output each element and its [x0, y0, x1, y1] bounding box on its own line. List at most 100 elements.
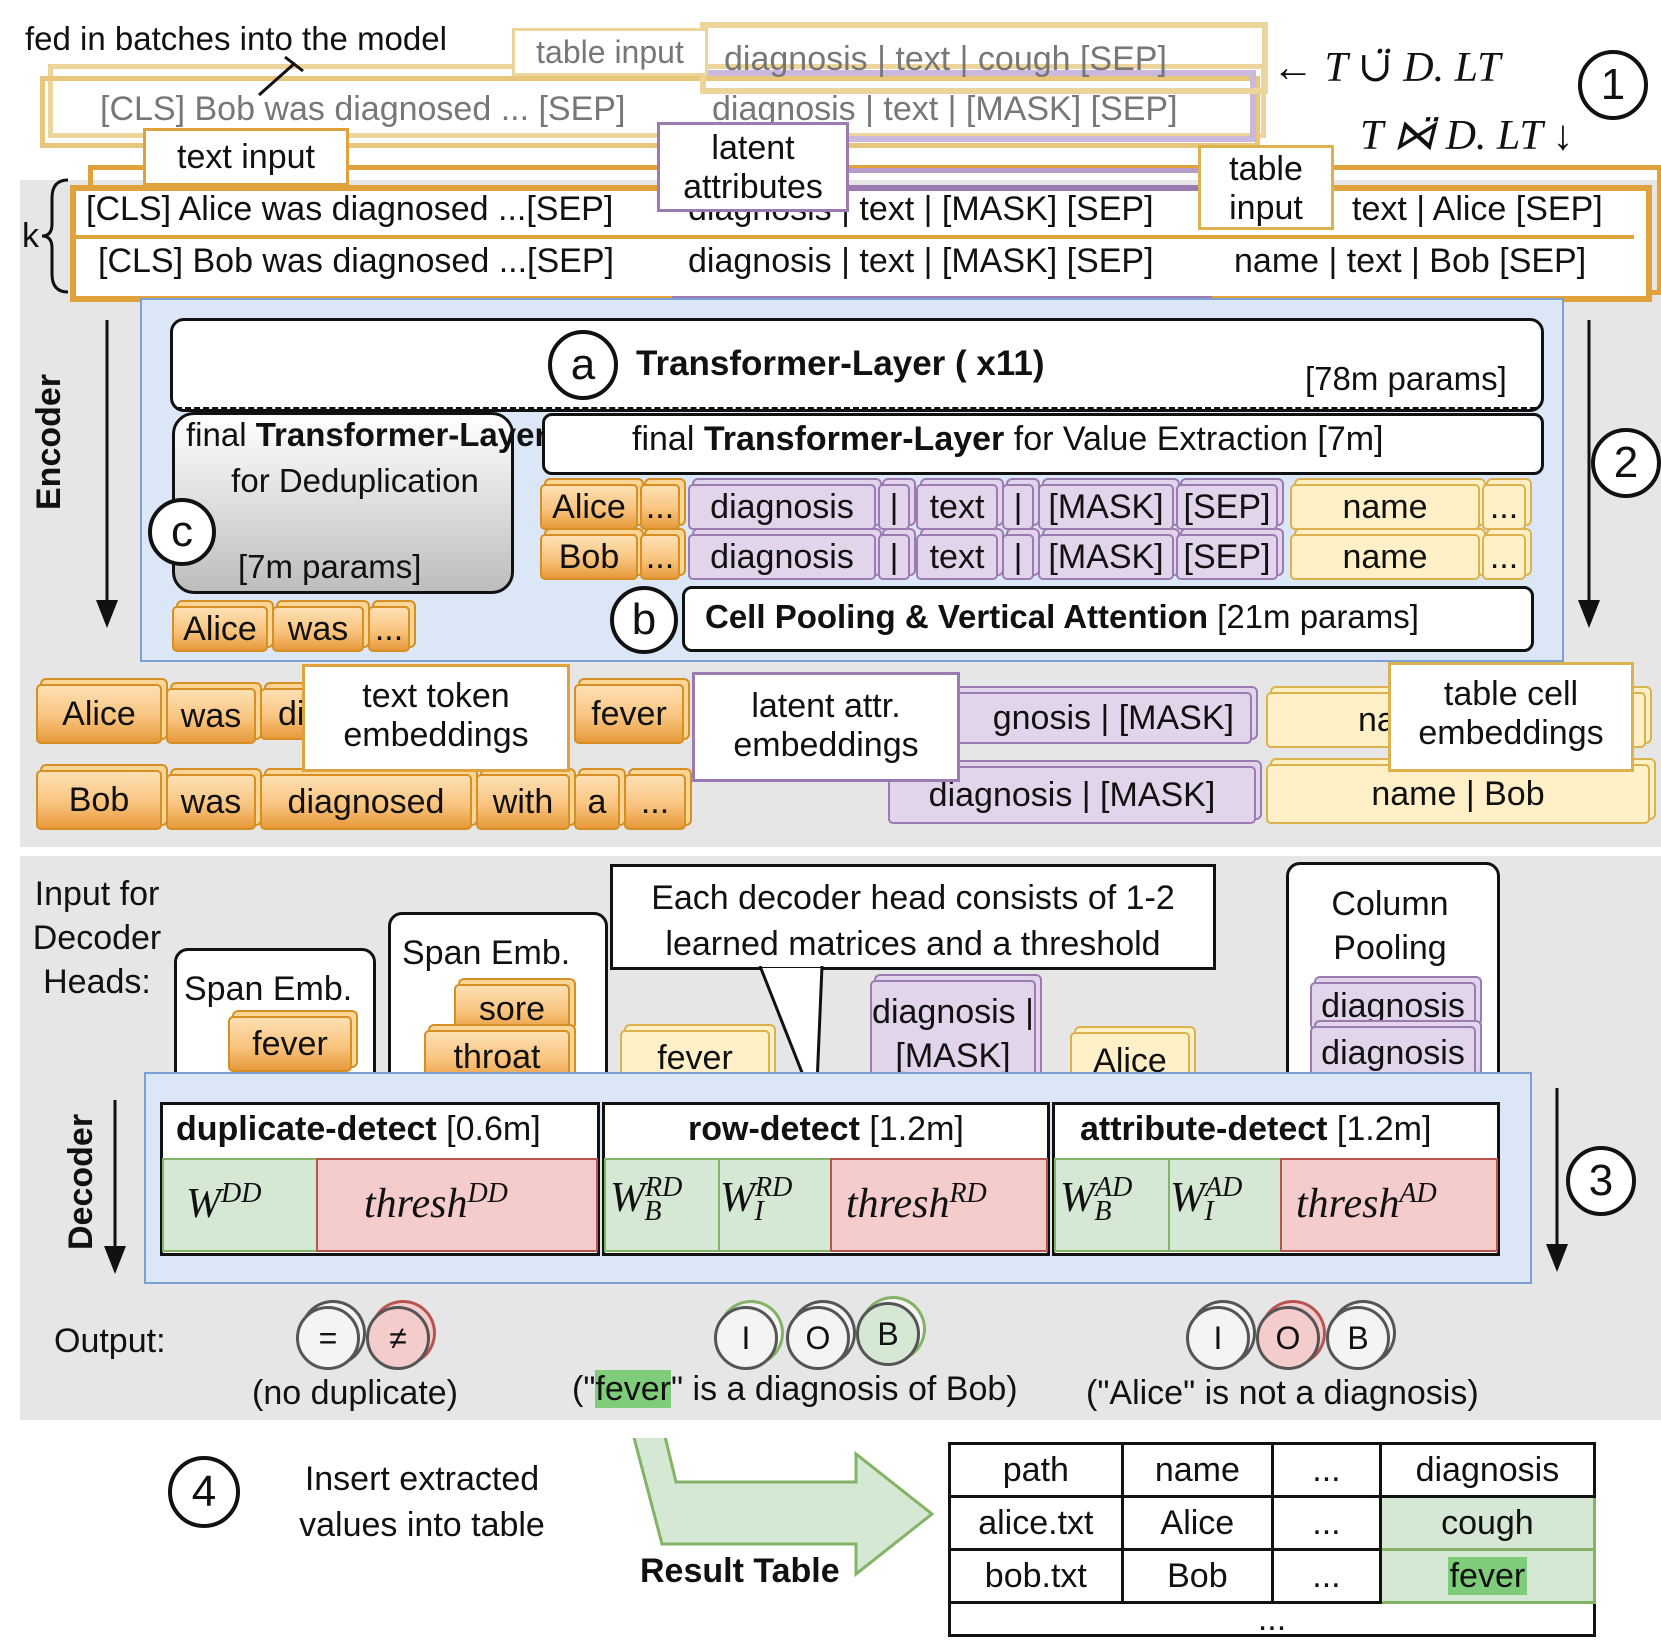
front-latent-shadow	[672, 168, 1212, 181]
head-ad-title: attribute-detect [1.2m]	[1080, 1110, 1431, 1149]
ad-params: [1.2m]	[1336, 1110, 1432, 1148]
output-attr-b: B	[1326, 1306, 1390, 1370]
val-token: ...	[640, 534, 680, 580]
back-latent-shadow	[690, 70, 1256, 142]
value-layer-box	[542, 413, 1544, 475]
output-attr-o: O	[1256, 1306, 1320, 1370]
table-footer-row: ...	[948, 1601, 1596, 1637]
row1-text: [CLS] Alice was diagnosed ...[SEP]	[86, 190, 614, 228]
output-label: Output:	[54, 1322, 166, 1360]
join-formula: T ⋈̈ D. LT ↓	[1360, 113, 1574, 159]
dd-matrix-label: WDD	[186, 1178, 262, 1227]
ad-thresh-label: threshAD	[1296, 1178, 1437, 1227]
val-token: ...	[1482, 484, 1526, 530]
span1-title: Span Emb.	[184, 970, 353, 1008]
top-table-row: diagnosis | text | cough [SEP]	[724, 40, 1167, 78]
row2-latent: diagnosis | text | [MASK] [SEP]	[688, 242, 1154, 280]
emb-token: Alice	[36, 684, 162, 744]
decoder-input-label: Input for Decoder Heads:	[32, 875, 162, 1001]
decoder-arrow-left	[104, 1100, 126, 1274]
encoder-label: Encoder	[30, 373, 68, 510]
header-cell: diagnosis	[1378, 1442, 1597, 1498]
dedup-params: [7m params]	[238, 548, 422, 585]
ad-name: attribute-detect	[1080, 1110, 1328, 1148]
emb-token: with	[476, 774, 570, 830]
span2-title: Span Emb.	[402, 934, 571, 972]
ad-matrix-i	[1168, 1158, 1282, 1252]
val-token: name	[1290, 484, 1480, 530]
val-token: [SEP]	[1176, 484, 1278, 530]
latent-attributes-label: latent attributes	[657, 122, 849, 212]
result-table: path name ... diagnosis alice.txt Alice …	[948, 1442, 1597, 1637]
val-token: ...	[640, 484, 680, 530]
value-bold: Transformer-Layer	[703, 420, 1005, 458]
val-token: |	[878, 484, 910, 530]
table-row: alice.txt Alice ... cough	[948, 1495, 1597, 1551]
text-token-embeddings-label: text token embeddings	[302, 664, 570, 772]
out2-highlight: fever	[595, 1370, 671, 1408]
batches-note: fed in batches into the model	[25, 20, 447, 57]
table-cell-highlight: fever	[1378, 1548, 1597, 1604]
rd-matrix-b-label: WRDB	[610, 1172, 683, 1228]
colpool-token: diagnosis	[1310, 1026, 1476, 1080]
val-token: |	[1002, 484, 1034, 530]
ad-matrix-b	[1054, 1158, 1170, 1252]
head-rd-title: row-detect [1.2m]	[688, 1110, 964, 1149]
val-token: Alice	[540, 484, 638, 530]
front-row-divider	[76, 235, 1634, 239]
dedup-bold: Transformer-Layer	[255, 416, 548, 453]
pointer-line	[258, 55, 304, 97]
val-token: |	[1002, 534, 1034, 580]
header-cell: name	[1120, 1442, 1275, 1498]
output2-caption: ("fever" is a diagnosis of Bob)	[572, 1370, 1018, 1409]
k-brace	[41, 178, 69, 294]
table-cell: cough	[1378, 1495, 1597, 1551]
text-input-label: text input	[143, 128, 349, 186]
table-cell: ...	[1271, 1548, 1382, 1604]
pooling-box	[682, 586, 1534, 652]
out2-pre: ("	[572, 1370, 596, 1408]
decoder-arrow-right	[1546, 1088, 1568, 1272]
val-token: |	[878, 534, 910, 580]
table-footer: ...	[948, 1601, 1596, 1637]
rd-params: [1.2m]	[869, 1110, 964, 1148]
pool-params: [21m params]	[1217, 598, 1419, 635]
output-row-o: O	[786, 1306, 850, 1370]
val-token: [MASK]	[1038, 534, 1174, 580]
header-cell: ...	[1271, 1442, 1382, 1498]
emb-token: fever	[574, 684, 684, 744]
marker-c: c	[148, 498, 216, 566]
output-not-equal: ≠	[366, 1306, 430, 1370]
dashed-divider	[176, 407, 1536, 410]
dedup-token: ...	[368, 606, 410, 652]
dedup-pre: final	[186, 416, 247, 453]
val-token: Bob	[540, 534, 638, 580]
output-row-i: I	[714, 1306, 778, 1370]
table-cell: Bob	[1120, 1548, 1275, 1604]
transformer-title: Transformer-Layer ( x11)	[636, 344, 1045, 383]
colpool-token: diagnosis	[1310, 982, 1476, 1030]
val-token: name	[1290, 534, 1480, 580]
table-cell: alice.txt	[948, 1495, 1124, 1551]
transformer-layer-box	[170, 318, 1544, 412]
dedup-line2: for Deduplication	[231, 462, 479, 499]
table-emb-token: name | Bob	[1266, 764, 1650, 824]
dedup-token: Alice	[172, 606, 268, 652]
val-token: text	[916, 534, 998, 580]
dedup-token: was	[272, 606, 364, 652]
output-attr-i: I	[1186, 1306, 1250, 1370]
latent-attr-embeddings-label: latent attr. embeddings	[692, 672, 960, 782]
result-table-label: Result Table	[640, 1552, 840, 1590]
rd-matrix-i-label: WRDI	[720, 1172, 793, 1228]
table-input-label-top: table input	[512, 28, 708, 76]
back-row-latent: diagnosis | text | [MASK] [SEP]	[712, 90, 1178, 128]
header-cell: path	[948, 1442, 1124, 1498]
value-rest: for Value Extraction [7m]	[1013, 420, 1384, 458]
table-cell: ...	[1271, 1495, 1382, 1551]
ad-threshold	[1280, 1158, 1498, 1252]
back-row-text: [CLS] Bob was diagnosed ... [SEP]	[100, 90, 626, 128]
output1-caption: (no duplicate)	[252, 1374, 459, 1412]
val-token: diagnosis	[688, 484, 876, 530]
decoder-label: Decoder	[62, 1113, 100, 1250]
union-formula: ← T ∪̈ D. LT	[1272, 45, 1501, 91]
